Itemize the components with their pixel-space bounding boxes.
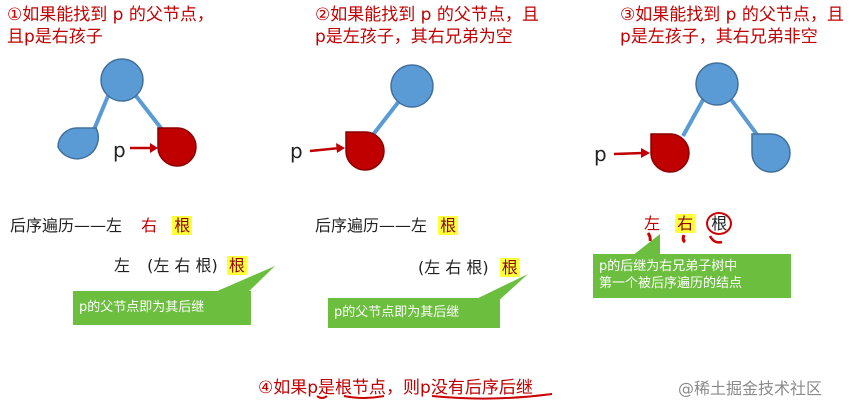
note-then: ，则 bbox=[386, 378, 421, 398]
edge-left bbox=[370, 98, 402, 138]
callout-panel-1: p的父节点即为其后继 bbox=[73, 291, 251, 325]
watermark: @稀土掘金技术社区 bbox=[678, 379, 823, 398]
ink-mark bbox=[681, 234, 686, 244]
right-sibling-node bbox=[751, 133, 791, 173]
traversal-right: 右 bbox=[141, 216, 158, 235]
ink-mark bbox=[708, 235, 723, 244]
callout-panel-2: p的父节点即为其后继 bbox=[328, 298, 500, 328]
note-prefix: ④如果 bbox=[258, 378, 308, 398]
p-node bbox=[345, 131, 385, 171]
panel-2-title-line2: p是左孩子，其右兄弟为空 bbox=[315, 27, 513, 47]
panel-2-expanded: (左 右 根) 根 bbox=[418, 254, 520, 278]
tree-panel-1 bbox=[57, 58, 197, 167]
p-arrow bbox=[309, 146, 341, 153]
bottom-note: ④如果p是根节点，则p没有后序后继 bbox=[258, 373, 533, 398]
expanded-paren: (左 右 根) bbox=[418, 258, 489, 277]
ink-underline bbox=[343, 395, 385, 399]
traversal-root: 根 bbox=[172, 216, 193, 235]
note-root-node: 根节点 bbox=[335, 378, 387, 398]
p-pointer-label: p bbox=[594, 142, 607, 166]
parent-node bbox=[695, 62, 739, 106]
parent-node bbox=[100, 58, 144, 102]
panel-3-sequence: 左 右 根 bbox=[644, 210, 733, 235]
callout-panel-3: p的后继为右兄弟子树中 第一个被后序遍历的结点 bbox=[593, 254, 791, 298]
panel-1-title-line2: 且p是右孩子 bbox=[7, 27, 103, 47]
edge-right bbox=[728, 96, 760, 138]
panel-1-title-line1: ①如果能找到 p 的父节点， bbox=[7, 5, 214, 25]
ink-mark bbox=[646, 232, 652, 242]
tree-panel-3 bbox=[613, 62, 791, 173]
left-child-node bbox=[57, 127, 99, 160]
panel-3-title-line2: p是左孩子，其右兄弟非空 bbox=[620, 27, 818, 47]
expanded-root: 根 bbox=[499, 258, 520, 277]
traversal-label: 后序遍历——左 bbox=[10, 216, 123, 235]
p-arrowhead bbox=[150, 143, 158, 153]
ink-underline bbox=[316, 395, 328, 399]
expanded-root: 根 bbox=[226, 256, 247, 275]
expanded-left: 左 bbox=[114, 256, 131, 275]
callout-line-2: 第一个被后序遍历的结点 bbox=[599, 276, 743, 291]
seq-root: 根 bbox=[706, 212, 733, 235]
note-is: 是 bbox=[318, 378, 336, 398]
traversal-root: 根 bbox=[438, 216, 459, 235]
p-arrow bbox=[613, 151, 645, 156]
seq-left: 左 bbox=[644, 214, 661, 233]
expanded-paren: (左 右 根) bbox=[147, 256, 218, 275]
note-p2: p bbox=[420, 378, 431, 398]
panel-2-traversal: 后序遍历——左 根 bbox=[315, 212, 459, 236]
p-node bbox=[650, 133, 690, 173]
callout-tail-2 bbox=[470, 274, 528, 304]
panel-2-title-line1: ②如果能找到 p 的父节点，且 bbox=[315, 5, 539, 25]
p-node bbox=[157, 127, 197, 167]
p-arrowhead bbox=[336, 143, 345, 153]
edge-left bbox=[681, 97, 706, 137]
p-pointer-label: p bbox=[290, 139, 303, 163]
edge-right bbox=[134, 94, 166, 134]
panel-1-expanded: 左 (左 右 根) 根 bbox=[114, 252, 247, 276]
edge-left bbox=[91, 95, 110, 133]
ink-underline bbox=[431, 393, 553, 400]
p-pointer-label: p bbox=[113, 138, 126, 162]
tree-panel-2 bbox=[309, 64, 434, 171]
p-arrowhead bbox=[641, 148, 650, 158]
panel-3-title-line1: ③如果能找到 p 的父节点，且 bbox=[620, 5, 844, 25]
panel-1-traversal: 后序遍历——左 右 根 bbox=[10, 212, 193, 236]
note-p1: p bbox=[307, 378, 319, 398]
parent-node bbox=[390, 64, 434, 108]
note-no-successor: 没有后序后继 bbox=[430, 378, 533, 398]
traversal-label: 后序遍历——左 bbox=[315, 216, 428, 235]
callout-tail-3 bbox=[632, 234, 660, 256]
callout-line-1: p的后继为右兄弟子树中 bbox=[599, 259, 738, 274]
seq-right: 右 bbox=[675, 214, 696, 233]
